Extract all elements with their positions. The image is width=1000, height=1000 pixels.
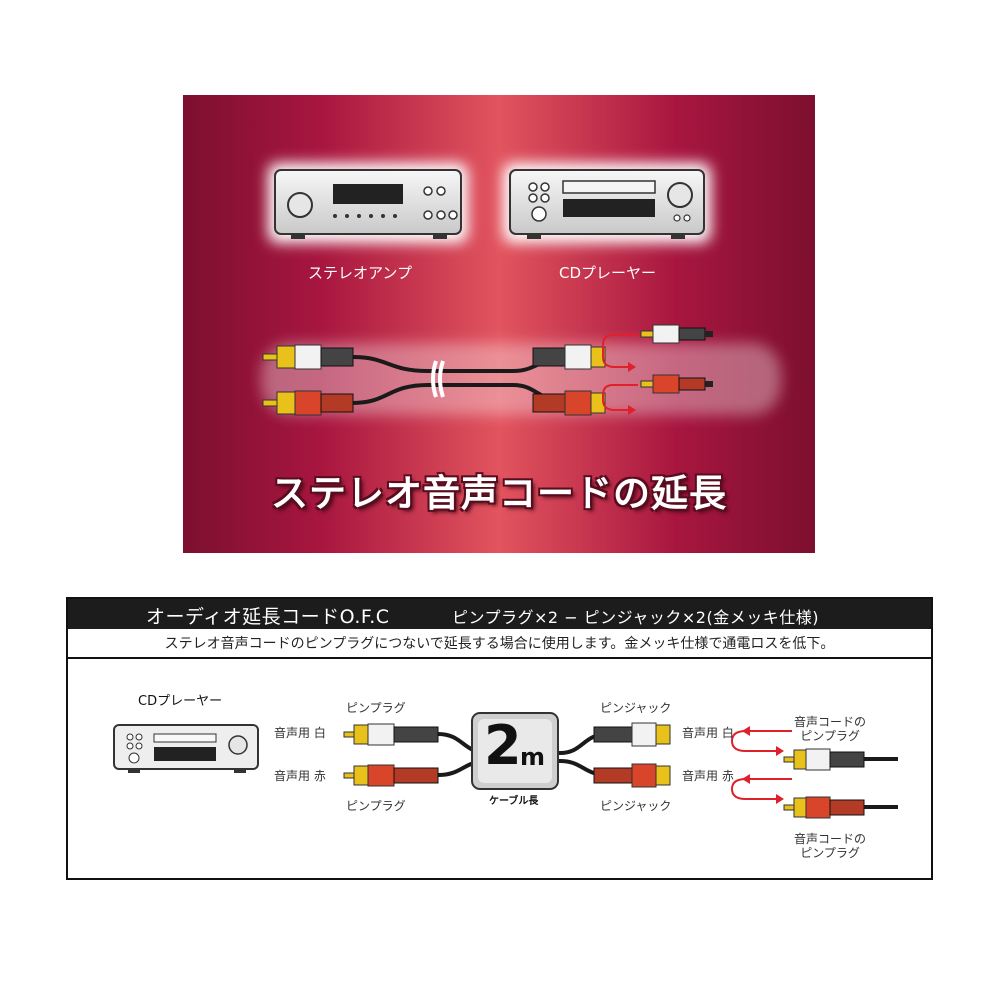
- right-pin-jack-red-icon: [593, 763, 671, 788]
- pin-plug-red-icon: [262, 390, 354, 416]
- left-pin-plug-white-icon: [343, 723, 439, 746]
- pin-jack-red-icon: [532, 390, 606, 416]
- audio-white-left-label: 音声用 白: [274, 726, 326, 740]
- left-plug-bottom-label: ピンプラグ: [346, 799, 406, 813]
- cord-plug-bottom-label: 音声コードの ピンプラグ: [794, 832, 866, 860]
- length-number: 2: [484, 714, 522, 777]
- cd-player-icon: [503, 163, 711, 243]
- cd-player-label: CDプレーヤー: [559, 264, 657, 282]
- panel-description: ステレオ音声コードのピンプラグにつないで延長する場合に使用します。金メッキ仕様で…: [68, 629, 931, 659]
- cord-plug-top-line2: ピンプラグ: [800, 729, 860, 743]
- stereo-amp-icon: [268, 163, 468, 243]
- jack-top-label: ピンジャック: [600, 701, 672, 715]
- left-plug-top-label: ピンプラグ: [346, 701, 406, 715]
- jack-bottom-label: ピンジャック: [600, 799, 672, 813]
- panel-spec: ピンプラグ×2 − ピンジャック×2(金メッキ仕様): [452, 608, 819, 627]
- cd-player-caption: CDプレーヤー: [138, 694, 223, 709]
- pin-jack-white-icon: [532, 344, 606, 370]
- panel-title: オーディオ延長コードO.F.C: [146, 606, 390, 628]
- cord-plug-red-icon: [640, 374, 713, 394]
- panel-header: オーディオ延長コードO.F.C ピンプラグ×2 − ピンジャック×2(金メッキ仕…: [68, 599, 931, 629]
- audio-red-right-label: 音声用 赤: [682, 769, 734, 783]
- cord-plug-top-label: 音声コードの ピンプラグ: [794, 715, 866, 743]
- right-pin-jack-white-icon: [593, 722, 671, 747]
- length-unit: m: [520, 743, 546, 771]
- banner-illustration: [261, 163, 781, 416]
- length-badge: [471, 712, 559, 790]
- left-pin-plug-red-icon: [343, 764, 439, 787]
- stereo-amp-label: ステレオアンプ: [308, 264, 412, 282]
- arrow-icon: [602, 334, 638, 411]
- length-caption: ケーブル長: [489, 796, 539, 807]
- cd-player-device-icon: [113, 724, 259, 773]
- cord-plug-white-icon: [640, 324, 713, 344]
- cord-plug-bottom-line2: ピンプラグ: [800, 846, 860, 860]
- cord-plug-bottom-line1: 音声コードの: [794, 832, 867, 846]
- cord-pin-plug-white-icon: [783, 748, 898, 771]
- pin-plug-white-icon: [262, 344, 354, 370]
- cord-pin-plug-red-icon: [783, 796, 898, 819]
- banner-image: ステレオアンプ CDプレーヤー ステレオ音声コードの延長: [183, 95, 815, 553]
- connect-arrow-icon: [730, 730, 792, 800]
- product-panel: オーディオ延長コードO.F.C ピンプラグ×2 − ピンジャック×2(金メッキ仕…: [66, 597, 933, 880]
- connection-diagram: [113, 712, 898, 819]
- cord-plug-top-line1: 音声コードの: [794, 715, 867, 729]
- banner-title: ステレオ音声コードの延長: [271, 472, 727, 515]
- audio-white-right-label: 音声用 白: [682, 726, 734, 740]
- audio-red-left-label: 音声用 赤: [274, 769, 326, 783]
